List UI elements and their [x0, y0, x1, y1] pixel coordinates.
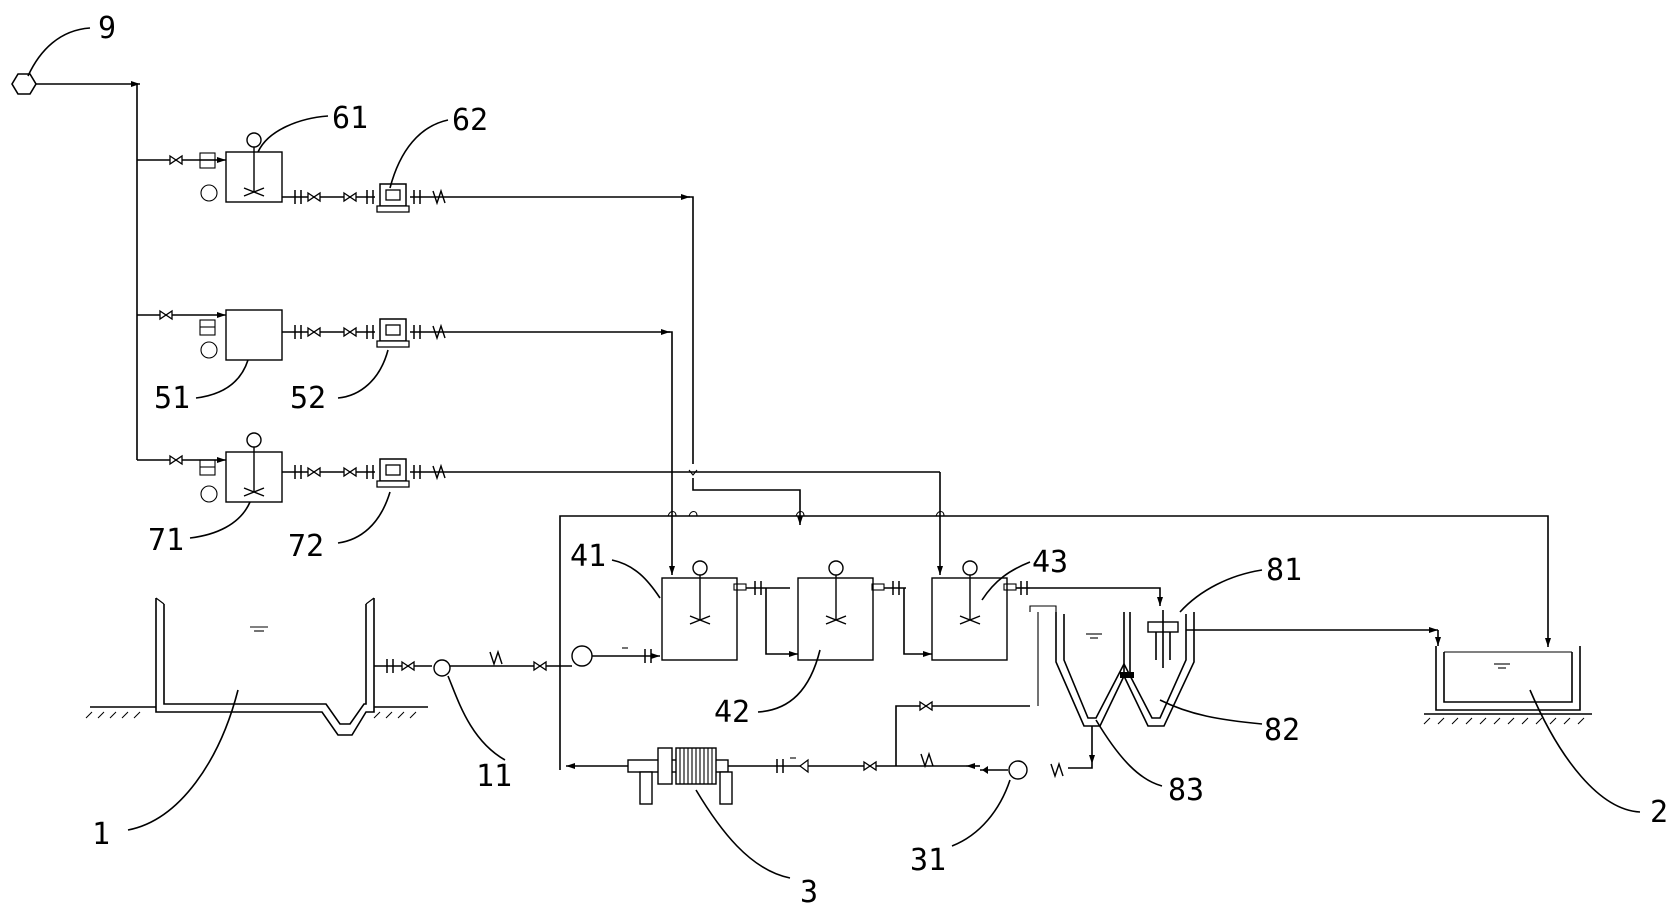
- sludge-line: [725, 612, 1093, 847]
- settling-tank: [1029, 569, 1441, 787]
- clean-water-pool: [1423, 646, 1641, 813]
- metering-pump-c: [376, 458, 410, 488]
- label-pump-b: 52: [290, 381, 326, 416]
- label-pump-a: 62: [452, 103, 488, 138]
- label-tank-c: 71: [148, 523, 184, 558]
- label-reactor-2: 42: [714, 695, 750, 730]
- label-pump-sludge: 31: [910, 843, 946, 878]
- label-water-source: 9: [98, 11, 116, 46]
- sludge-pump-icon: [1008, 760, 1028, 780]
- label-tank-a: 61: [332, 101, 368, 136]
- reactor-tank-1: [611, 559, 798, 661]
- label-pool-clean: 2: [1650, 795, 1668, 830]
- feed-line: [374, 645, 660, 761]
- water-source-icon: [11, 27, 140, 95]
- raw-water-pool: [85, 597, 428, 831]
- label-reactor-3: 43: [1032, 545, 1068, 580]
- metering-pump-b: [376, 318, 410, 348]
- dosing-line-c: [137, 432, 943, 575]
- label-pump-c: 72: [288, 529, 324, 564]
- metering-pump-a: [376, 183, 410, 213]
- reactor-tank-2: [757, 560, 932, 713]
- label-pool-raw: 1: [92, 817, 110, 852]
- label-reactor-1: 41: [570, 539, 606, 574]
- filter-press: [566, 747, 791, 879]
- label-settler-outlet: 81: [1266, 553, 1302, 588]
- feed-pump-icon: [433, 659, 451, 677]
- dosing-line-a: [137, 115, 803, 525]
- dosing-line-b: [137, 309, 675, 575]
- label-settler-hopper: 83: [1168, 773, 1204, 808]
- label-pump-feed: 11: [476, 759, 512, 794]
- dosing-tank-b: [225, 309, 283, 361]
- label-tank-b: 51: [154, 381, 190, 416]
- label-filter-press: 3: [800, 875, 818, 910]
- reactor-tank-3: [931, 560, 1163, 661]
- label-settler-baffle: 82: [1264, 713, 1300, 748]
